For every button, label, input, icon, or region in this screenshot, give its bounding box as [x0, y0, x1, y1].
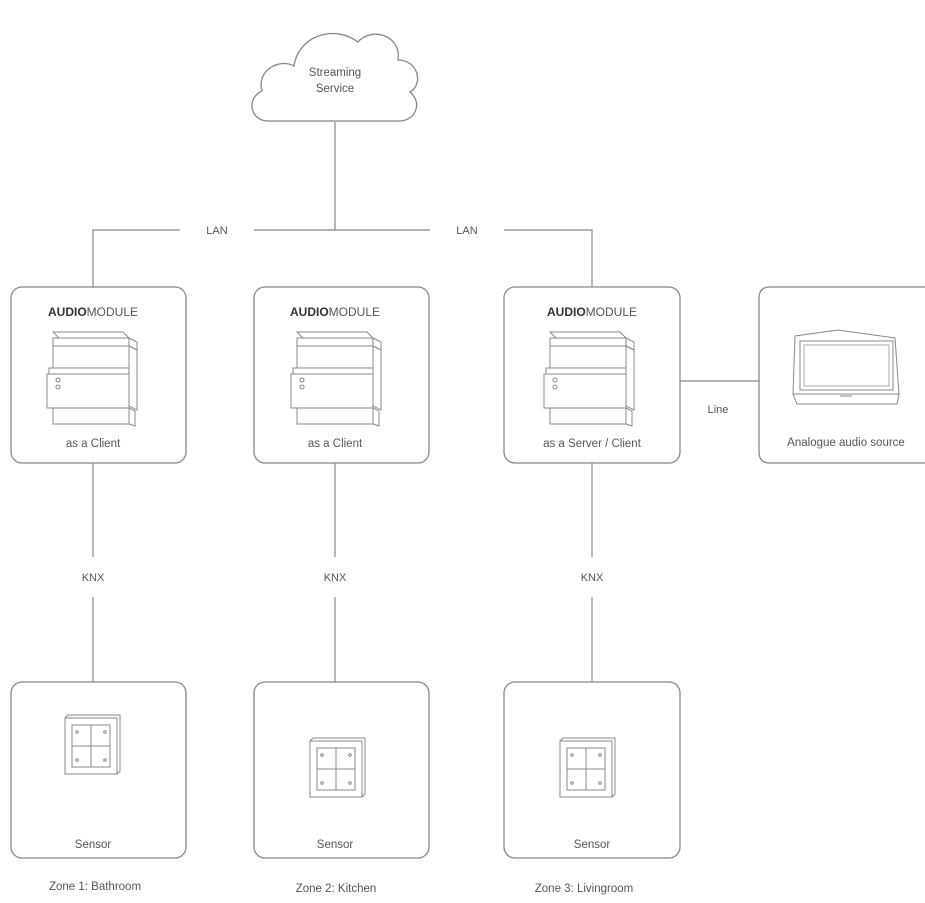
cloud-icon: [251, 32, 419, 122]
module-title: AUDIOMODULE: [290, 305, 380, 319]
module-role: as a Client: [66, 438, 121, 450]
sensor-label: Sensor: [574, 839, 611, 851]
module-role: as a Client: [308, 438, 363, 450]
analogue-source: Analogue audio source: [758, 286, 925, 464]
sensor-zone-2: Sensor Zone 2: Kitchen: [253, 681, 430, 895]
streaming-cloud: Streaming Service: [251, 32, 419, 122]
zone-label: Zone 1: Bathroom: [49, 881, 141, 893]
lan-line-left-a: [92, 229, 180, 287]
cloud-label-line2: Service: [316, 83, 354, 95]
sensor-icon: [559, 737, 616, 798]
sensor-icon: [309, 737, 366, 798]
knx-label-2: KNX: [324, 572, 347, 584]
sensor-zone-3: Sensor Zone 3: Livingroom: [503, 681, 681, 895]
knx-label-1: KNX: [82, 572, 105, 584]
display-panel-icon: [792, 329, 900, 405]
knx-label-3: KNX: [581, 572, 604, 584]
sensor-label: Sensor: [75, 839, 112, 851]
module-role: as a Server / Client: [543, 438, 642, 450]
audio-module-icon: [46, 331, 138, 427]
sensor-label: Sensor: [317, 839, 354, 851]
audio-module-3: AUDIOMODULE as a Server / Client: [503, 286, 681, 464]
audio-module-1: AUDIOMODULE as a Client: [10, 286, 187, 464]
lan-label-right: LAN: [456, 225, 477, 237]
audio-module-2: AUDIOMODULE as a Client: [253, 286, 430, 464]
lan-line-right: [504, 229, 593, 287]
line-label: Line: [708, 404, 729, 416]
module-title: AUDIOMODULE: [547, 305, 637, 319]
source-label: Analogue audio source: [787, 437, 905, 449]
sensor-zone-1: Sensor Zone 1: Bathroom: [10, 681, 187, 893]
zone-label: Zone 3: Livingroom: [535, 883, 633, 895]
audio-module-icon: [543, 331, 635, 427]
sensor-icon: [64, 714, 121, 775]
connection-lines: [92, 122, 759, 682]
zone-label: Zone 2: Kitchen: [296, 883, 377, 895]
audio-module-icon: [290, 331, 382, 427]
lan-label-left: LAN: [206, 225, 227, 237]
cloud-label-line1: Streaming: [309, 67, 361, 79]
module-title: AUDIOMODULE: [48, 305, 138, 319]
